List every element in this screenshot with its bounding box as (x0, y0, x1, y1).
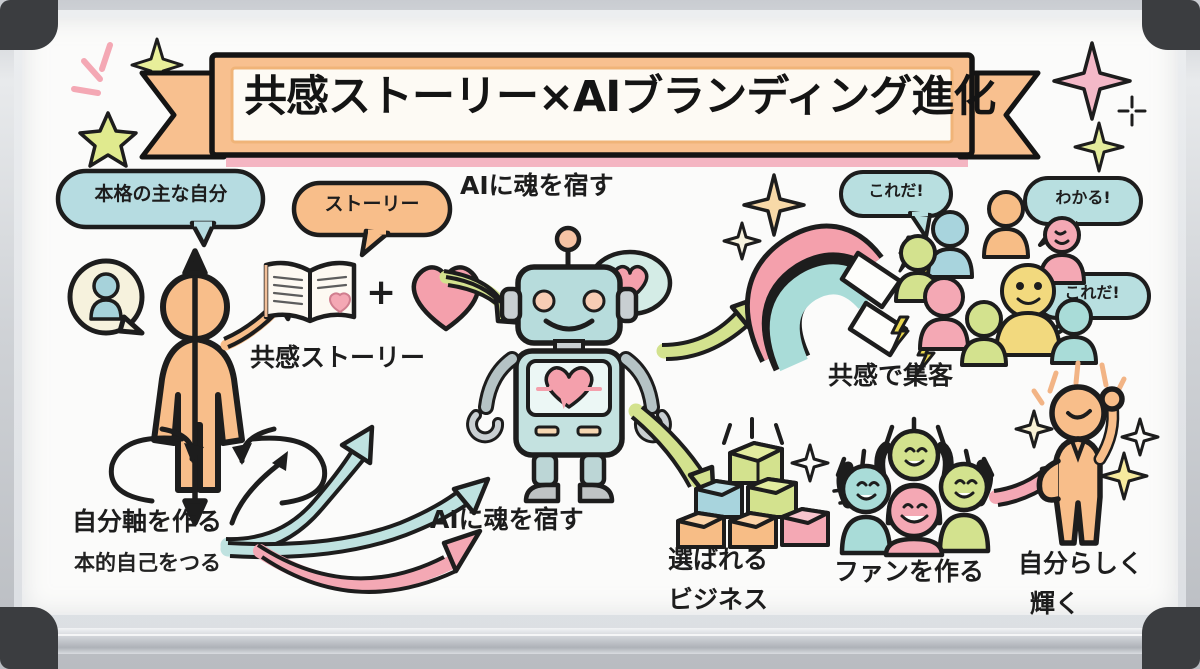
small-cross-sparkle-icon (1117, 95, 1147, 127)
drawing-canvas: 共感ストーリー×AIブランディング進化 本格の主な自分 (22, 17, 1178, 618)
celebrating-person-icon (1014, 360, 1160, 546)
five-point-star-icon (78, 111, 138, 168)
self-axis-label-text: 自分軸を作る (72, 507, 223, 536)
hero-label-line2-text: 輝く (1030, 589, 1081, 618)
magnet-sparkles (722, 173, 806, 261)
vertical-axis-arrow-icon (182, 248, 208, 526)
person-avatar-icon (67, 258, 145, 336)
title-banner: 共感ストーリー×AIブランディング進化 (132, 35, 1042, 169)
marker-tray (10, 628, 1190, 654)
plus-sign-icon: + (366, 272, 397, 313)
self-bubble: 本格の主な自分 (54, 167, 274, 249)
hero-label-line1: 自分らしく (1018, 551, 1143, 576)
open-book-icon (263, 260, 357, 324)
radiating-dashes-icon (71, 42, 113, 96)
robot-icon (466, 225, 672, 504)
four-point-sparkle-icon (1099, 451, 1149, 501)
story-bubble-text: ストーリー (324, 193, 420, 215)
self-bubble-text: 本格の主な自分 (94, 183, 228, 205)
story-label: 共感ストーリー (245, 343, 430, 372)
four-point-sparkle-icon (742, 173, 806, 237)
stacked-blocks-icon (676, 417, 860, 549)
speech-bubble-shape (839, 170, 953, 239)
blocks-label-line2: ビジネス (663, 585, 773, 614)
frame-corner-top-right (1142, 0, 1200, 50)
cheering-people-icon (835, 416, 995, 558)
self-axis-label: 自分軸を作る (67, 507, 227, 536)
crowd-bubble-2-text: わかる! (1055, 188, 1111, 207)
standing-person-icon (151, 248, 245, 526)
self-axis-sublabel: 本的自己をつる (74, 551, 221, 575)
speech-bubble-shape (291, 180, 453, 258)
four-point-sparkle-icon (1120, 417, 1160, 457)
arrow-growth-thin (229, 451, 288, 526)
page-title: 共感ストーリー×AIブランディング進化 (244, 72, 996, 122)
ai-label-top: AIに魂を宿す (456, 171, 618, 200)
crowd-bubble-1: これだ! (838, 169, 958, 245)
blocks-label-line2-text: ビジネス (668, 585, 769, 614)
blocks-label-line1-text: 選ばれる (668, 545, 769, 574)
four-point-sparkle-icon (1073, 121, 1125, 173)
arrow-bottom-loop (253, 528, 483, 594)
frame-corner-top-left (0, 0, 58, 50)
circular-motion-arrows-icon (108, 426, 328, 506)
crowd-bubble-3-text: これだ! (1064, 283, 1120, 302)
banner-inner-panel (230, 66, 954, 144)
speech-bubble-shape (55, 168, 266, 248)
decor-top-left (71, 37, 184, 168)
fans-label-text: ファンを作る (834, 557, 985, 586)
crowd-of-people-icon (894, 190, 1098, 367)
tray-highlight-line (10, 634, 1190, 636)
story-label-text: 共感ストーリー (250, 343, 426, 372)
fans-label: ファンを作る (829, 557, 989, 586)
frame-corner-bottom-left (0, 607, 58, 669)
four-point-sparkle-icon (790, 443, 830, 483)
four-point-sparkle-icon (1052, 41, 1132, 121)
four-point-sparkle-icon (1014, 409, 1054, 449)
hero-label-line1-text: 自分らしく (1018, 549, 1144, 578)
hero-label-line2: 輝く (1025, 589, 1085, 618)
four-point-sparkle-icon (722, 221, 762, 261)
story-bubble: ストーリー (290, 179, 462, 261)
magnet-label-text: 共感で集客 (828, 361, 954, 390)
frame-corner-bottom-right (1142, 607, 1200, 669)
banner-ribbon-shape (139, 52, 1041, 167)
blocks-label-line1: 選ばれる (668, 547, 768, 572)
magnet-label: 共感で集客 (823, 361, 958, 390)
ai-label-bottom: AIに魂を宿す (426, 505, 588, 534)
crowd-bubble-1-text: これだ! (868, 181, 924, 200)
decor-top-right (1052, 41, 1147, 173)
ai-label-top-text: AIに魂を宿す (460, 171, 614, 200)
ai-label-bottom-text: AIに魂を宿す (430, 505, 584, 534)
